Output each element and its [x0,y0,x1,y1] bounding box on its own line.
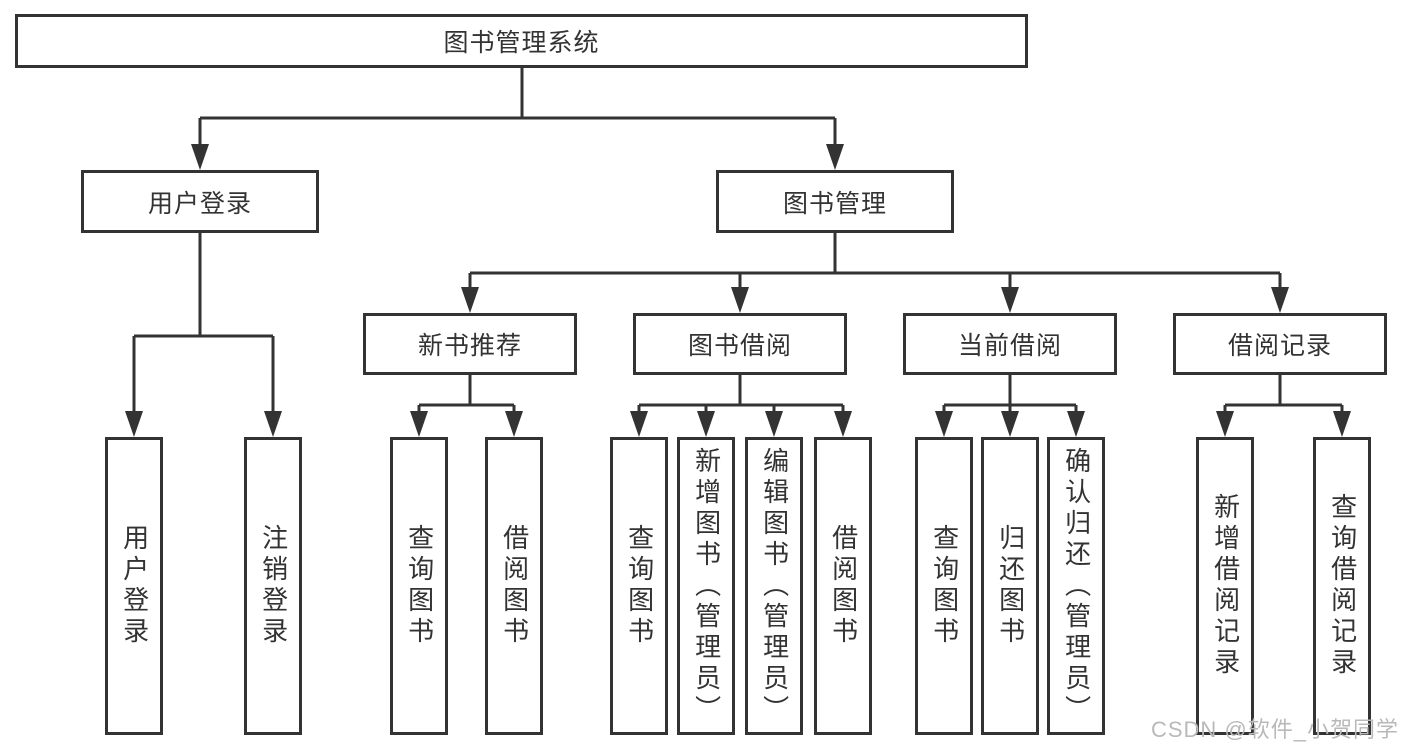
connector-borrowing-to-children [637,375,845,413]
node-leaf-borrow-books-borrowing: 借阅图书 [814,437,872,735]
node-leaf-add-books-admin-label: 新增图书（管理员） [691,446,722,726]
node-leaf-query-books-borrowing: 查询图书 [610,437,668,735]
node-leaf-query-books-current-label: 查询图书 [929,524,960,648]
node-book-borrowing: 图书借阅 [633,313,847,375]
node-leaf-add-books-admin: 新增图书（管理员） [677,437,735,735]
node-leaf-confirm-return-admin-label: 确认归还（管理员） [1061,446,1092,726]
node-new-book-recommend: 新书推荐 [363,313,577,375]
node-leaf-return-books-label: 归还图书 [995,524,1026,648]
node-leaf-add-borrow-record-label: 新增借阅记录 [1210,493,1241,679]
node-borrowing-records: 借阅记录 [1173,313,1387,375]
node-leaf-confirm-return-admin: 确认归还（管理员） [1047,437,1105,735]
node-leaf-edit-books-admin-label: 编辑图书（管理员） [759,446,790,726]
node-leaf-query-borrow-record: 查询借阅记录 [1313,437,1371,735]
arrowheads [125,144,1351,437]
csdn-watermark: CSDN @软件_小贺同学 [1150,717,1399,742]
node-root-label: 图书管理系统 [443,29,600,57]
node-book-borrowing-label: 图书借阅 [687,332,792,360]
node-current-borrowing: 当前借阅 [903,313,1117,375]
node-leaf-query-borrow-record-label: 查询借阅记录 [1327,493,1358,679]
node-new-book-recommend-label: 新书推荐 [417,332,522,360]
node-leaf-user-login: 用户登录 [105,437,163,735]
connector-current-to-children [942,375,1078,413]
node-leaf-query-books-recommend: 查询图书 [390,437,448,735]
node-leaf-query-books-current: 查询图书 [915,437,973,735]
node-leaf-add-borrow-record: 新增借阅记录 [1196,437,1254,735]
connector-records-to-children [1223,375,1344,413]
node-leaf-logout: 注销登录 [244,437,302,735]
connector-bookmgmt-to-level3 [468,233,1282,289]
node-user-login: 用户登录 [81,170,319,233]
node-leaf-query-books-recommend-label: 查询图书 [404,524,435,648]
node-leaf-user-login-label: 用户登录 [119,524,150,648]
node-current-borrowing-label: 当前借阅 [957,332,1062,360]
node-book-management: 图书管理 [716,170,954,233]
node-book-management-label: 图书管理 [782,189,887,218]
node-borrowing-records-label: 借阅记录 [1227,332,1332,360]
connector-recommend-to-children [417,375,516,413]
node-leaf-query-books-borrowing-label: 查询图书 [624,524,655,648]
connector-root-to-level2 [198,68,837,146]
node-root: 图书管理系统 [15,14,1028,68]
node-user-login-label: 用户登录 [147,189,252,218]
node-leaf-return-books: 归还图书 [981,437,1039,735]
node-leaf-borrow-books-borrowing-label: 借阅图书 [828,524,859,648]
node-leaf-borrow-books-recommend-label: 借阅图书 [499,524,530,648]
connector-userlogin-to-children [132,233,275,413]
node-leaf-logout-label: 注销登录 [258,524,289,648]
node-leaf-edit-books-admin: 编辑图书（管理员） [745,437,803,735]
node-leaf-borrow-books-recommend: 借阅图书 [485,437,543,735]
